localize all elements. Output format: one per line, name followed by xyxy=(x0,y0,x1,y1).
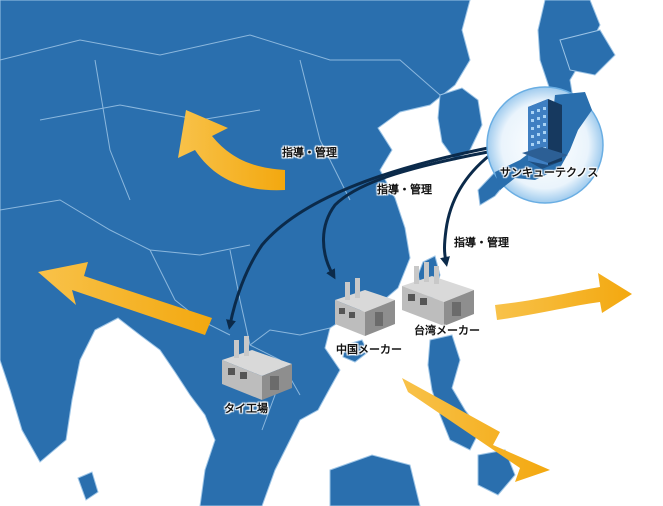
guidance-label-thai: 指導・管理 xyxy=(282,146,337,159)
borneo-island xyxy=(329,454,421,506)
guidance-label-taiwan: 指導・管理 xyxy=(454,236,509,249)
taiwan-maker-label: 台湾メーカー xyxy=(414,324,480,337)
orange-arrow-east xyxy=(495,273,632,320)
hokkaido xyxy=(559,29,616,76)
hainan-island xyxy=(342,339,369,363)
office-building-icon xyxy=(522,99,568,169)
factory-icon xyxy=(402,262,474,326)
factory-icon xyxy=(335,278,395,336)
mainland-asia xyxy=(0,0,471,506)
guidance-arrows xyxy=(226,146,492,330)
china-maker-label: 中国メーカー xyxy=(336,343,402,356)
guidance-label-china: 指導・管理 xyxy=(377,183,432,196)
korean-peninsula xyxy=(437,87,483,161)
orange-flow-arrows xyxy=(38,110,632,482)
factory-icon xyxy=(222,336,292,400)
guidance-arrow-taiwan xyxy=(440,153,492,267)
thai-factory-label: タイ工場 xyxy=(224,402,268,415)
guidance-arrow-china xyxy=(322,150,490,280)
guidance-arrow-thai xyxy=(226,146,490,330)
orange-arrow-north xyxy=(178,110,285,191)
hq-label: サンキューテクノス xyxy=(500,166,599,179)
orange-arrow-southeast xyxy=(402,378,550,482)
orange-arrow-west xyxy=(38,262,212,335)
sri-lanka xyxy=(77,471,99,501)
